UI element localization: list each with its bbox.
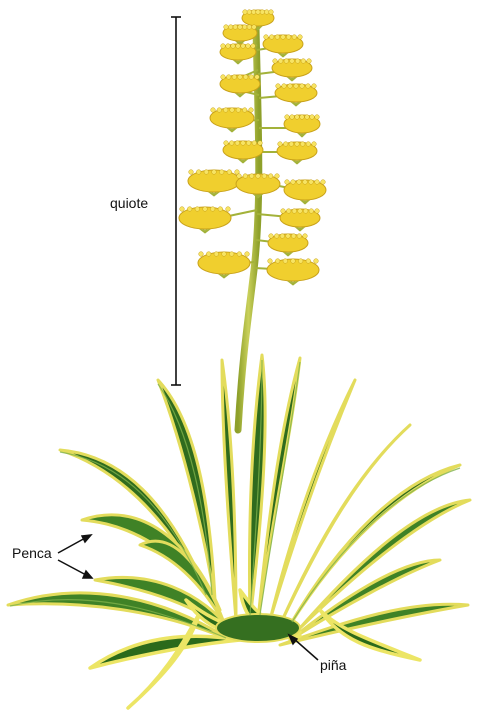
flower-cluster: [284, 115, 320, 137]
flower-cluster: [277, 142, 317, 164]
pina-base: [216, 614, 300, 642]
flower-clusters: [179, 10, 326, 285]
penca-label: Penca: [12, 546, 52, 560]
flower-cluster: [268, 234, 308, 256]
flower-cluster: [272, 59, 312, 81]
flower-cluster: [280, 209, 320, 231]
quiote-bracket: [171, 17, 181, 385]
flower-cluster: [267, 259, 319, 285]
flower-cluster: [188, 170, 240, 196]
flower-cluster: [263, 35, 303, 57]
pina-label: piña: [320, 658, 346, 672]
flower-cluster: [220, 44, 256, 64]
flower-cluster: [210, 108, 254, 132]
flower-cluster: [275, 84, 317, 106]
flower-cluster: [198, 252, 250, 278]
flower-cluster: [236, 174, 280, 198]
flower-cluster: [223, 25, 257, 45]
quiote-label: quiote: [110, 196, 148, 210]
flower-cluster: [179, 207, 231, 233]
flower-cluster: [284, 180, 326, 204]
